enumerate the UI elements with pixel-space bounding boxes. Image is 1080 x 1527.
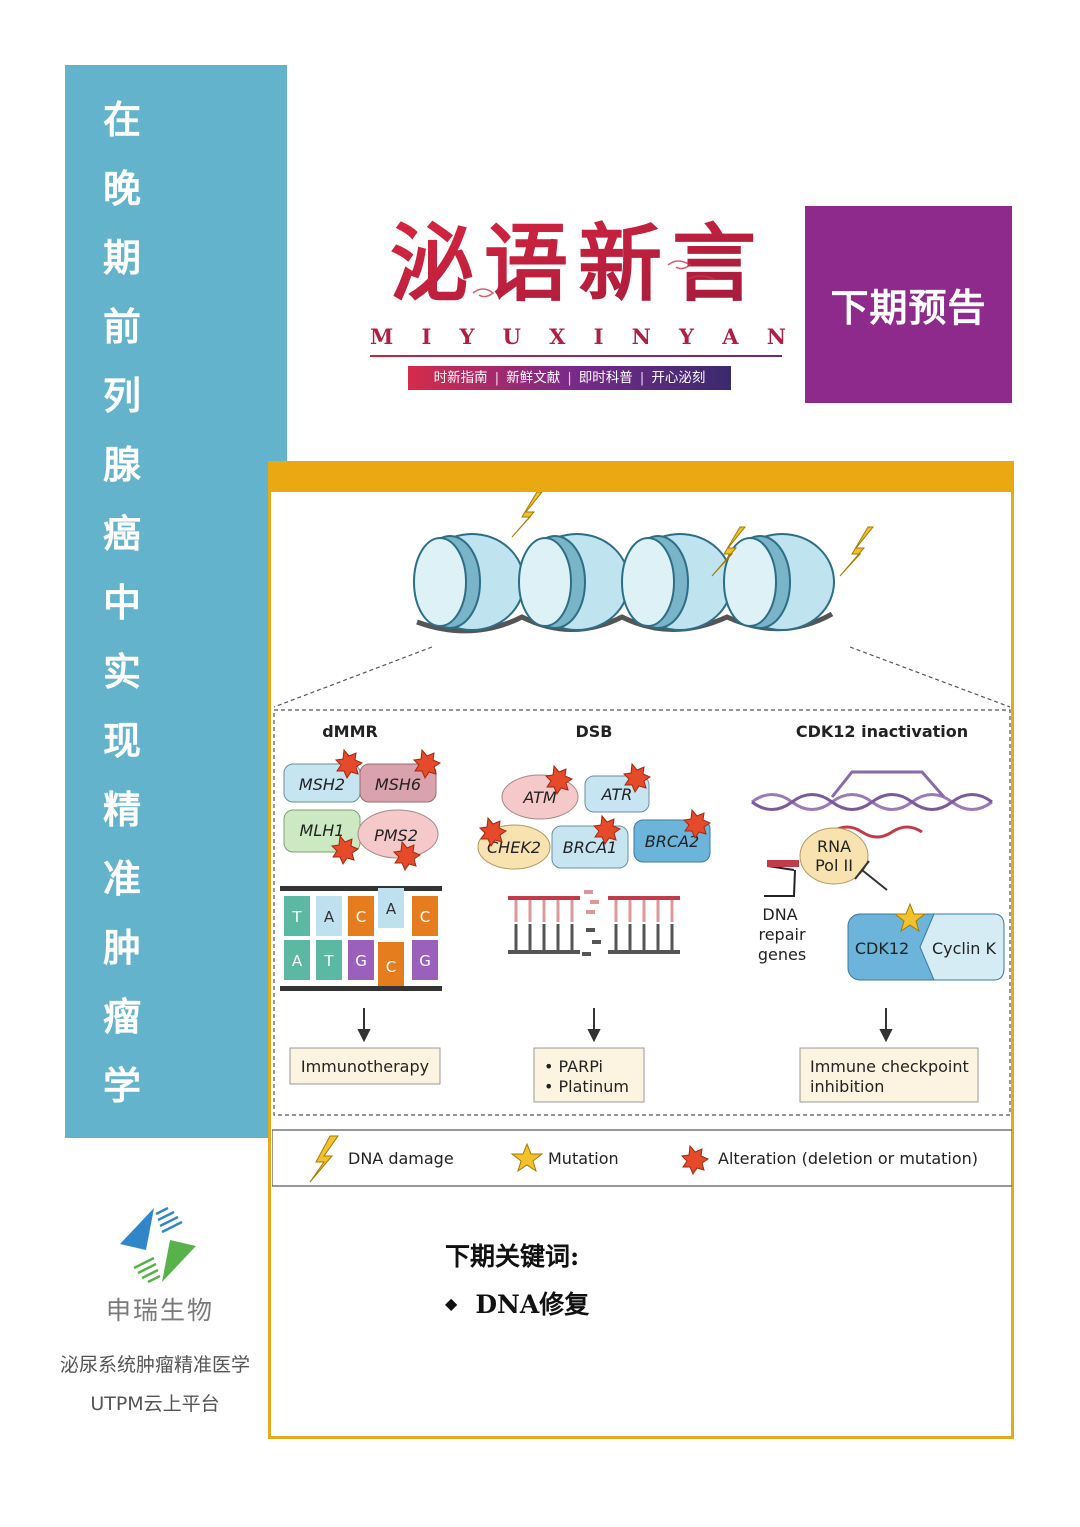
- nucleosome-illustration: [413, 492, 875, 634]
- title-char: 前: [102, 305, 141, 349]
- dna-repair-label: repair: [758, 925, 805, 944]
- brand-letter: N: [766, 324, 788, 349]
- protein-brca2: BRCA2: [645, 832, 699, 851]
- dna-repair-label: genes: [758, 945, 806, 964]
- brand-name-cn: 泌语新言: [390, 215, 766, 313]
- title-char: 晚: [102, 167, 141, 211]
- platform-line-1: 泌尿系统肿瘤精准医学: [59, 1354, 250, 1376]
- brand-letter: N: [631, 324, 653, 349]
- brand-name-en: M I Y U X I N Y A N: [370, 324, 788, 349]
- base-top: A: [386, 900, 397, 918]
- title-char: 现: [102, 719, 141, 763]
- base-top: C: [356, 908, 366, 926]
- cyclin-k-label: Cyclin K: [932, 939, 997, 958]
- dna-repair-label: DNA: [762, 905, 797, 924]
- tagline-item: 新鲜文献: [506, 370, 561, 386]
- base-bottom: G: [355, 952, 367, 970]
- cdk12-label: CDK12: [855, 939, 909, 958]
- keywords-title: 下期关键词:: [445, 1242, 580, 1271]
- therapy-checkpoint: inhibition: [810, 1077, 884, 1096]
- title-char: 瘤: [102, 995, 141, 1039]
- panel-top-bar: [268, 461, 1014, 492]
- brand-letter: I: [421, 324, 434, 349]
- brand-letter: I: [593, 324, 606, 349]
- panel-title-cdk12: CDK12 inactivation: [796, 722, 968, 741]
- protein-msh6: MSH6: [375, 775, 421, 794]
- protein-chek2: CHEK2: [487, 838, 541, 857]
- rna-pol-label: RNA: [817, 837, 851, 856]
- vertical-title: 在 晚 期 前 列 腺 癌 中 实 现 精 准 肿 瘤 学: [96, 95, 148, 1130]
- base-top: A: [324, 908, 335, 926]
- therapy-immunotherapy: Immunotherapy: [301, 1057, 429, 1076]
- cdk12-dna: [751, 770, 993, 839]
- base-bottom: A: [292, 952, 303, 970]
- therapy-parpi: • PARPi: [544, 1057, 603, 1076]
- dsb-proteins: ATM ATR CHEK2 BRCA1 BRCA2: [477, 774, 711, 870]
- protein-mlh1: MLH1: [300, 821, 345, 840]
- title-char: 期: [102, 236, 141, 280]
- brand-letter: U: [502, 324, 523, 349]
- title-char: 列: [102, 374, 141, 418]
- company-name: 申瑞生物: [105, 1296, 214, 1325]
- brand-logo: 泌语新言: [390, 215, 766, 313]
- title-char: 癌: [102, 512, 141, 556]
- diamond-icon: ◆: [445, 1293, 458, 1313]
- title-char: 中: [102, 581, 141, 625]
- protein-atr: ATR: [601, 785, 633, 804]
- protein-atm: ATM: [522, 788, 557, 807]
- title-char: 精: [102, 788, 141, 832]
- company-logo-icon: [120, 1206, 196, 1284]
- sidebar-panel: [65, 65, 287, 1138]
- legend-mutation: Mutation: [548, 1149, 619, 1168]
- dsb-ladder: [508, 890, 680, 956]
- title-char: 实: [102, 650, 141, 694]
- alteration-marks: [330, 748, 712, 872]
- therapy-checkpoint: Immune checkpoint: [810, 1057, 969, 1076]
- therapy-platinum: • Platinum: [544, 1077, 629, 1096]
- tagline-item: 开心泌刻: [651, 370, 706, 386]
- base-bottom: C: [386, 958, 396, 976]
- base-top: T: [291, 908, 302, 926]
- brand-tagline: 时新指南| 新鲜文献| 即时科普| 开心泌刻: [408, 366, 731, 390]
- platform-line-2: UTPM云上平台: [90, 1393, 220, 1415]
- dmmr-proteins: MSH2 MSH6 MLH1 PMS2: [283, 763, 439, 859]
- tagline-item: 即时科普: [578, 370, 633, 386]
- panel-title-dmmr: dMMR: [322, 722, 378, 741]
- brand-divider: [370, 355, 782, 357]
- title-char: 肿: [102, 926, 141, 970]
- title-char: 准: [102, 857, 141, 901]
- tagline-item: 时新指南: [433, 370, 488, 386]
- protein-pms2: PMS2: [374, 826, 418, 845]
- legend-alteration: Alteration (deletion or mutation): [718, 1149, 978, 1168]
- title-char: 在: [102, 98, 141, 142]
- dna-repair-figure: dMMR DSB CDK12 inactivation MSH2 MSH6 ML…: [272, 492, 1012, 1187]
- protein-brca1: BRCA1: [563, 838, 617, 857]
- keyword-text: DNA修复: [475, 1290, 590, 1319]
- brand-letter: Y: [679, 324, 697, 349]
- brand-letter: M: [370, 324, 396, 349]
- base-top: C: [420, 908, 430, 926]
- protein-msh2: MSH2: [299, 775, 345, 794]
- title-char: 腺: [102, 443, 141, 487]
- base-bottom: T: [323, 952, 334, 970]
- keyword-item: ◆ DNA修复: [445, 1285, 589, 1321]
- rna-pol-label: Pol II: [815, 856, 853, 875]
- title-char: 学: [102, 1064, 141, 1108]
- brand-letter: X: [549, 324, 568, 349]
- brand-letter: A: [722, 324, 741, 349]
- brand-letter: Y: [459, 324, 477, 349]
- next-issue-badge: 下期预告: [805, 206, 1012, 403]
- panel-title-dsb: DSB: [576, 722, 613, 741]
- mismatch-bases: T A C A C A T G C G: [280, 886, 442, 991]
- base-bottom: G: [419, 952, 431, 970]
- legend-dna-damage: DNA damage: [348, 1149, 454, 1168]
